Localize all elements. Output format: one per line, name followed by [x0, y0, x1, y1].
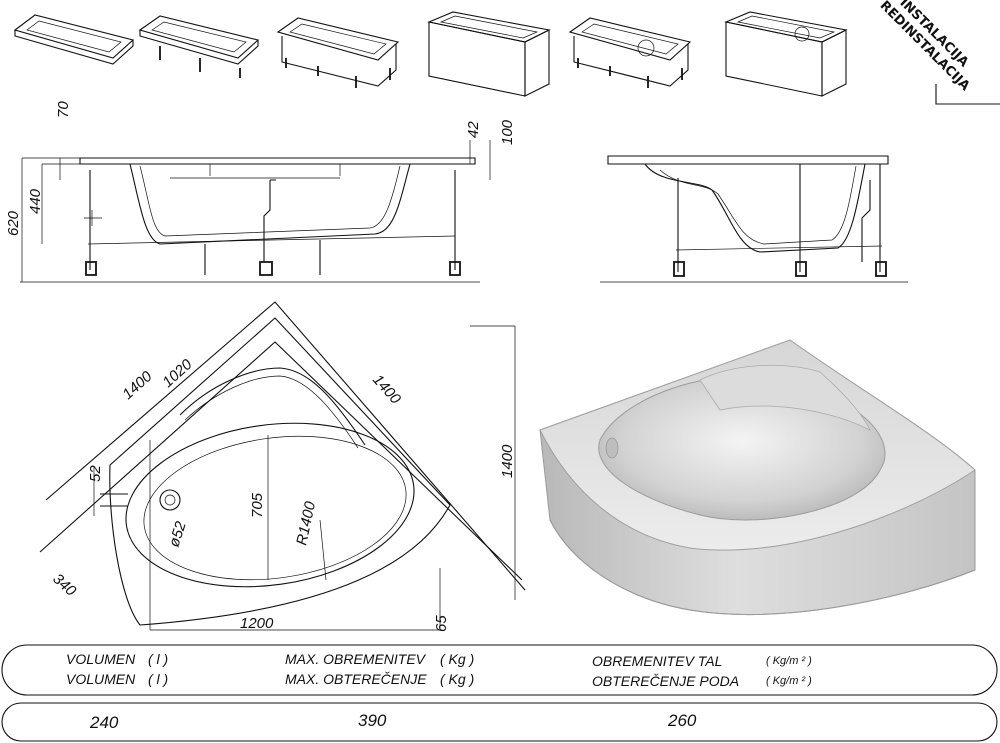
- spec-values-frame: [1, 702, 998, 742]
- label-floor-load-sl: OBREMENITEV TAL: [592, 653, 722, 669]
- dim-42: 42: [465, 121, 482, 138]
- dim-100: 100: [499, 119, 516, 145]
- dim-phi52: ø52: [166, 519, 190, 549]
- unit-floor-load-sl: ( Kg/m ² ): [766, 655, 812, 667]
- value-floor-load: 260: [667, 711, 697, 730]
- dim-70: 70: [55, 101, 72, 118]
- label-max-load-sl: MAX. OBREMENITEV: [285, 651, 427, 667]
- variant-tub-on-legs: [138, 15, 260, 78]
- dim-1400-right: 1400: [369, 371, 404, 408]
- dim-440: 440: [27, 188, 44, 214]
- variant-drop-in-tub: [13, 14, 135, 65]
- installation-corner-label: INSTALACIJA REDINSTALACIJA: [877, 0, 973, 94]
- label-volumen-sl: VOLUMEN: [66, 651, 136, 667]
- unit-max-load-hr: ( Kg ): [440, 671, 474, 687]
- dim-r1400: R1400: [293, 499, 319, 546]
- variant-frame-with-jets: [568, 17, 692, 88]
- dim-705: 705: [249, 492, 266, 518]
- side-elevation-short: [600, 155, 908, 283]
- variant-tub-on-frame: [276, 17, 400, 88]
- dim-1200: 1200: [240, 615, 274, 632]
- installation-variants: [13, 11, 848, 97]
- dim-1400-left: 1400: [119, 368, 156, 403]
- unit-volumen-hr: ( l ): [148, 671, 168, 687]
- plan-view: 1400 1020 1400 1400 52 705 R1400 ø52 340…: [39, 301, 526, 632]
- spec-table: VOLUMEN ( l ) VOLUMEN ( l ) MAX. OBREMEN…: [1, 644, 998, 742]
- tub-3d-render: [539, 339, 976, 615]
- label-max-load-hr: MAX. OBTEREČENJE: [285, 671, 427, 687]
- unit-max-load-sl: ( Kg ): [440, 651, 474, 667]
- variant-panel-with-jets: [724, 11, 848, 97]
- label-floor-load-hr: OBTEREČENJE PODA: [592, 673, 739, 689]
- unit-floor-load-hr: ( Kg/m ² ): [766, 675, 812, 687]
- dim-65: 65: [433, 615, 450, 632]
- unit-volumen-sl: ( l ): [148, 651, 168, 667]
- corner-bracket-line: [935, 84, 1000, 105]
- label-volumen-hr: VOLUMEN: [66, 671, 136, 687]
- dim-52: 52: [87, 465, 104, 482]
- variant-tub-with-panel: [427, 11, 551, 97]
- spec-labels-frame: [1, 644, 998, 696]
- dim-340: 340: [49, 570, 79, 600]
- value-volumen: 240: [89, 713, 119, 732]
- value-max-load: 390: [358, 711, 387, 730]
- dim-620: 620: [5, 210, 22, 236]
- dim-1400-vertical: 1400: [499, 444, 516, 478]
- side-elevation-long: 70 440 620 42 100: [5, 101, 516, 283]
